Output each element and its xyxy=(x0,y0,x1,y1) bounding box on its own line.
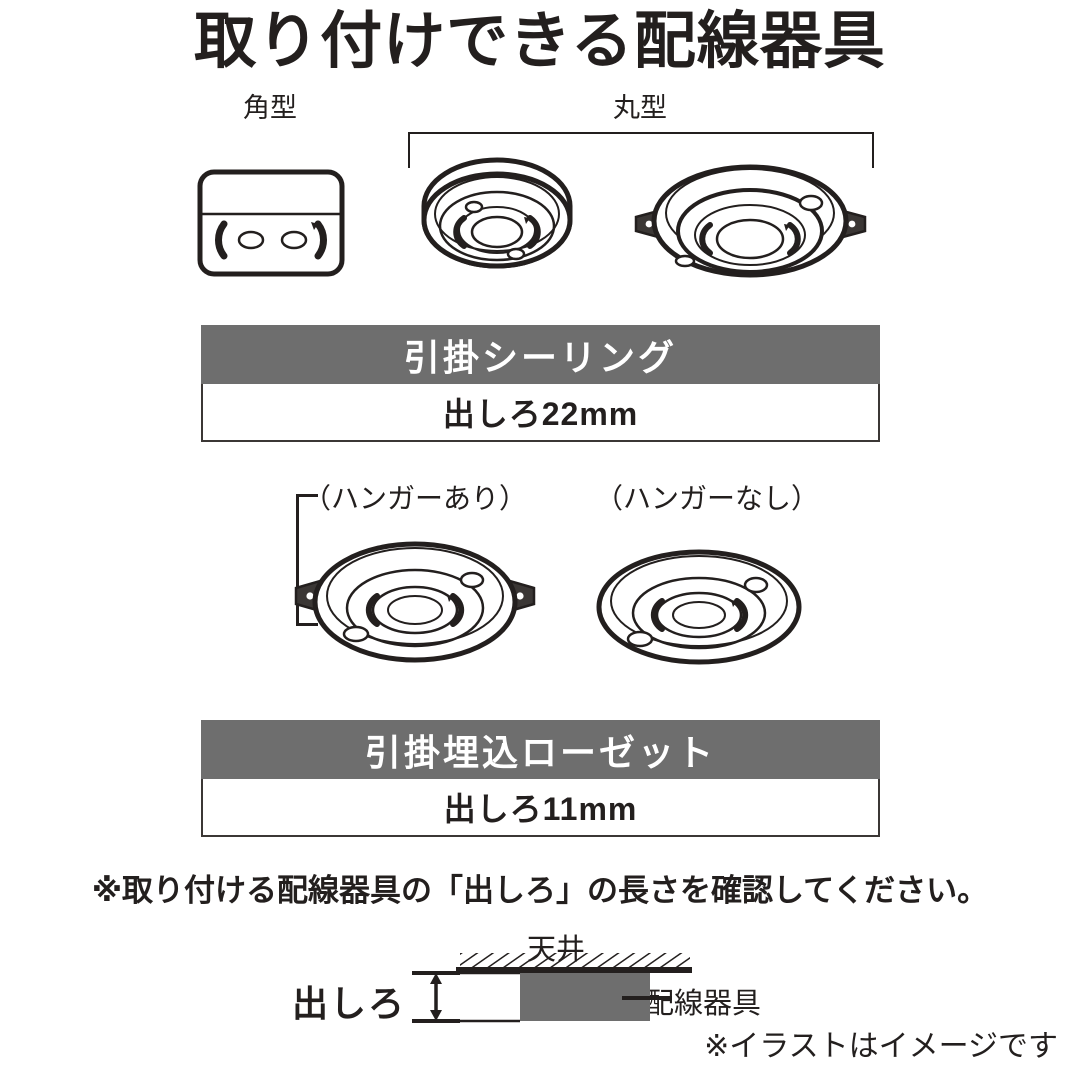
banner-heading: 引掛埋込ローゼット xyxy=(201,720,880,779)
note-check-deshiro: ※取り付ける配線器具の「出しろ」の長さを確認してください。 xyxy=(91,873,989,908)
label-round-type: 丸型 xyxy=(613,93,667,123)
ceiling-hatching xyxy=(460,953,690,967)
round-ceiling-large-hanger-illustration xyxy=(628,155,873,290)
banner-spec: 出しろ22mm xyxy=(201,384,880,442)
banner-spec: 出しろ11mm xyxy=(201,779,880,837)
note-illustration-disclaimer: ※イラストはイメージです xyxy=(704,1030,1058,1063)
rosette-without-hanger-illustration xyxy=(592,545,807,670)
page-title: 取り付けできる配線器具 xyxy=(194,7,886,76)
cross-section-fixture-label: 配線器具 xyxy=(645,988,762,1020)
banner-hikkake-rosette: 引掛埋込ローゼット 出しろ11mm xyxy=(201,720,880,837)
cross-section-diagram xyxy=(292,928,712,1043)
label-square-type: 角型 xyxy=(243,93,297,123)
banner-hikkake-ceiling: 引掛シーリング 出しろ22mm xyxy=(201,325,880,442)
round-ceiling-small-illustration xyxy=(412,157,582,288)
square-ceiling-illustration xyxy=(196,168,346,278)
rosette-with-hanger-illustration xyxy=(290,530,540,670)
hanger-leader-line xyxy=(296,494,318,626)
cross-section-deshiro-label: 出しろ xyxy=(292,983,407,1024)
round-type-bracket xyxy=(408,132,874,168)
label-with-hanger: （ハンガーあり） xyxy=(303,483,528,514)
label-without-hanger: （ハンガーなし） xyxy=(595,483,820,514)
banner-heading: 引掛シーリング xyxy=(201,325,880,384)
